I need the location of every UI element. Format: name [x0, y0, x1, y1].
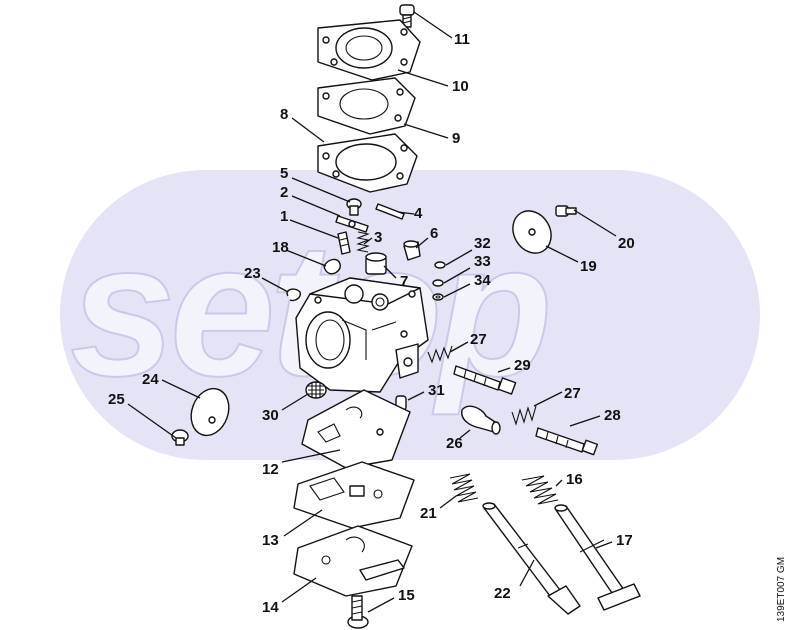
- part-9-pump-diaphragm: [317, 77, 416, 135]
- part-14-diaphragm: [293, 525, 413, 597]
- part-25-screw: [171, 429, 189, 446]
- part-3-spring: [356, 231, 370, 253]
- part-30-screen: [305, 381, 327, 399]
- part-21-spring: [449, 473, 479, 503]
- callout-26: 26: [446, 435, 463, 452]
- callout-19: 19: [580, 258, 597, 275]
- callout-1: 1: [280, 208, 288, 225]
- callout-27b: 27: [564, 385, 581, 402]
- callout-34: 34: [474, 272, 491, 289]
- part-27-spring-a: [427, 345, 453, 364]
- part-19-throttle-plate: [512, 210, 552, 254]
- callouts: 11 10 9 8 5 2 4 1 3 6 18 7 32 33 34 23 1…: [108, 31, 635, 616]
- callout-17: 17: [616, 532, 633, 549]
- callout-14: 14: [262, 599, 279, 616]
- callout-27a: 27: [470, 331, 487, 348]
- callout-9: 9: [452, 130, 460, 147]
- part-7-plug: [365, 252, 387, 275]
- parts: [171, 4, 641, 629]
- callout-23: 23: [244, 265, 261, 282]
- part-20-screw: [555, 205, 577, 217]
- callout-30: 30: [262, 407, 279, 424]
- part-10-pump-cover: [317, 19, 421, 81]
- part-2-lever: [335, 215, 369, 233]
- part-26-nozzle: [461, 405, 501, 435]
- part-34-oring: [432, 293, 444, 301]
- callout-33: 33: [474, 253, 491, 270]
- part-16-spring: [521, 475, 559, 505]
- part-1-needle: [337, 231, 351, 255]
- callout-4: 4: [414, 205, 423, 222]
- part-17-shaft: [554, 504, 641, 611]
- part-5-screw: [346, 198, 362, 216]
- callout-21: 21: [420, 505, 437, 522]
- part-13-diaphragm-plate: [293, 461, 415, 529]
- callout-31: 31: [428, 382, 445, 399]
- callout-11: 11: [454, 31, 470, 48]
- carburetor-body: [295, 277, 429, 393]
- part-24-choke-plate: [190, 387, 230, 437]
- callout-5: 5: [280, 165, 288, 182]
- callout-3: 3: [374, 229, 382, 246]
- callout-15: 15: [398, 587, 415, 604]
- callout-12: 12: [262, 461, 279, 478]
- callout-29: 29: [514, 357, 531, 374]
- part-4-pin: [375, 203, 405, 220]
- callout-18: 18: [272, 239, 289, 256]
- callout-20: 20: [618, 235, 635, 252]
- part-12-gasket: [301, 389, 411, 469]
- callout-6: 6: [430, 225, 438, 242]
- callout-7: 7: [400, 273, 408, 290]
- part-27-spring-b: [511, 405, 537, 426]
- part-11-screw: [399, 4, 415, 28]
- callout-22: 22: [494, 585, 511, 602]
- part-8-gasket: [317, 133, 418, 193]
- part-15-screw: [347, 595, 369, 629]
- part-29-adjusting-screw: [453, 365, 517, 395]
- part-28-adjusting-screw: [535, 427, 599, 456]
- callout-32: 32: [474, 235, 491, 252]
- callout-25: 25: [108, 391, 125, 408]
- part-6-cap: [403, 240, 421, 261]
- part-22-shaft: [482, 502, 581, 615]
- part-18-clip: [323, 258, 341, 275]
- callout-13: 13: [262, 532, 279, 549]
- callout-16: 16: [566, 471, 583, 488]
- part-32-disc: [434, 261, 446, 269]
- callout-8: 8: [280, 106, 288, 123]
- leader-lines: [127, 11, 617, 613]
- callout-24: 24: [142, 371, 159, 388]
- callout-10: 10: [452, 78, 469, 95]
- callout-28: 28: [604, 407, 621, 424]
- part-33-disc: [432, 279, 444, 287]
- drawing-code: 139ET007 GM: [776, 556, 787, 622]
- callout-2: 2: [280, 184, 288, 201]
